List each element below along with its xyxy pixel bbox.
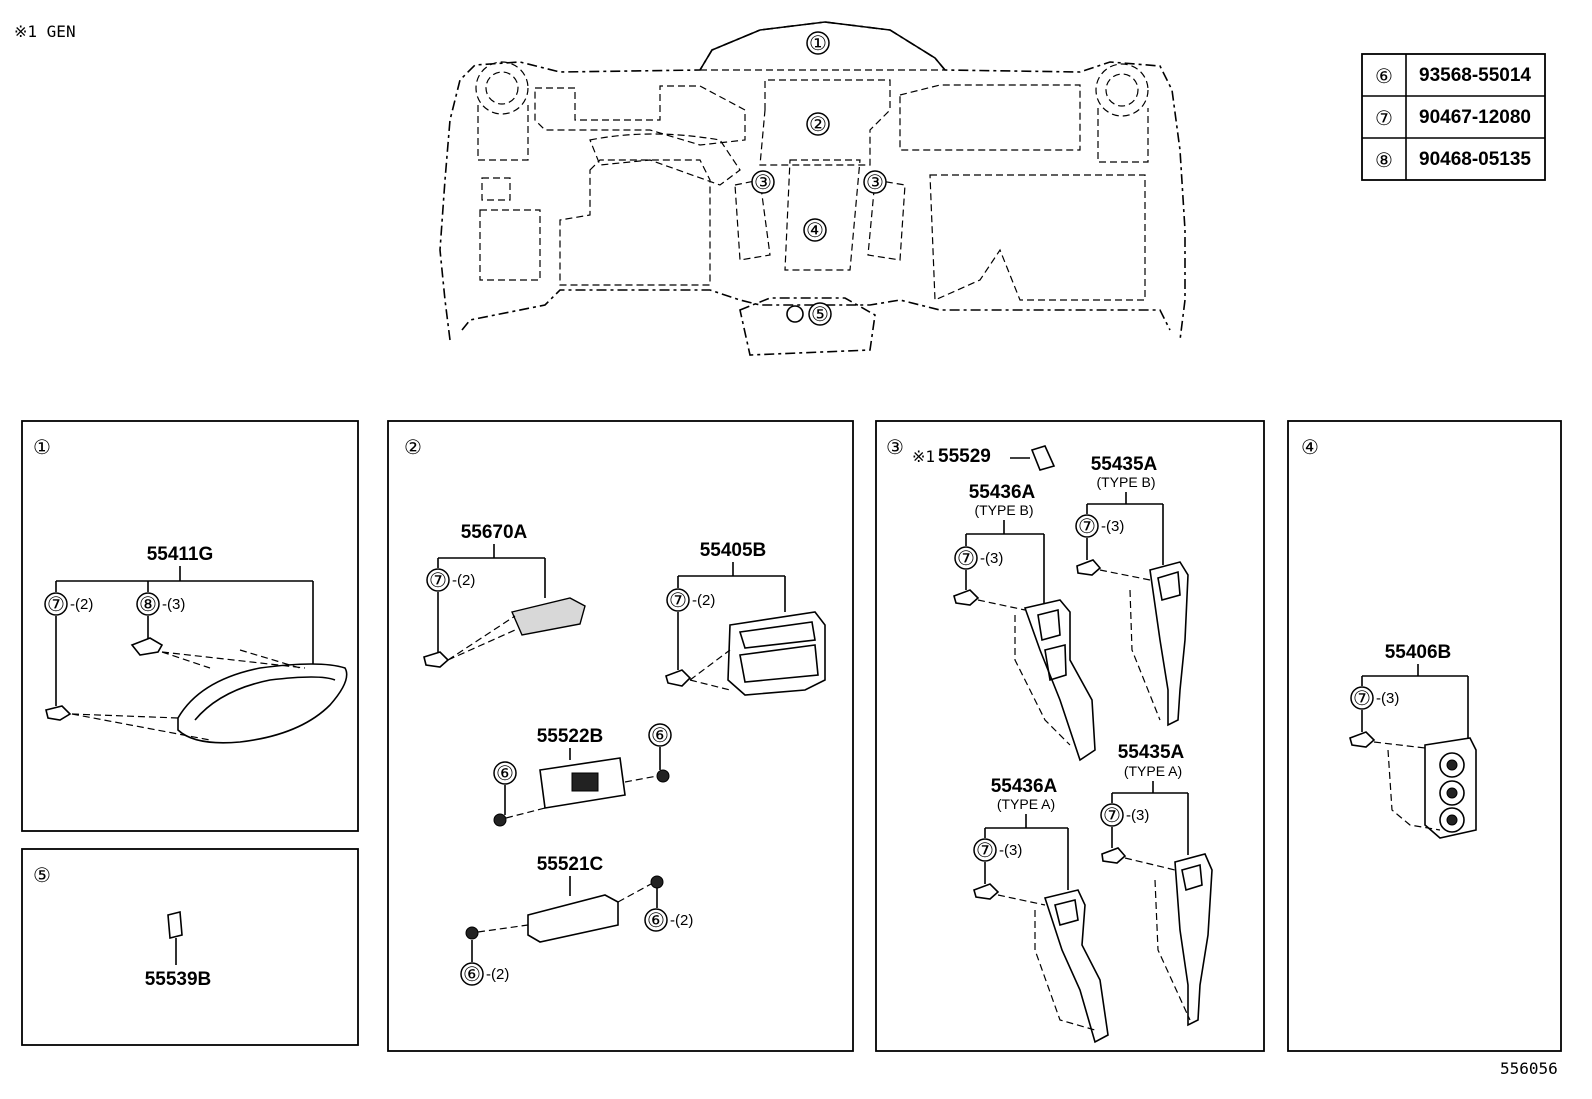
svg-text:⑦: ⑦ bbox=[1103, 805, 1121, 827]
clip-8 bbox=[130, 637, 164, 656]
gen-note: ※1 GEN bbox=[14, 22, 76, 41]
svg-text:-(2): -(2) bbox=[486, 966, 509, 983]
trim-55436A-b bbox=[1023, 599, 1096, 762]
table-ref-8: ⑧ bbox=[1375, 150, 1393, 172]
trim-55436A-a bbox=[1043, 889, 1109, 1044]
instrument-panel-overview: ① ② ③ ③ ④ ⑤ bbox=[439, 21, 1186, 356]
svg-text:⑦: ⑦ bbox=[1353, 688, 1371, 710]
part-55521C: 55521C bbox=[537, 854, 604, 875]
svg-text:-(2): -(2) bbox=[670, 912, 693, 929]
svg-text:⑦: ⑦ bbox=[976, 840, 994, 862]
svg-text:⑥: ⑥ bbox=[496, 763, 514, 785]
svg-text:(TYPE B): (TYPE B) bbox=[974, 502, 1033, 518]
fastener-table: ⑥ 93568-55014 ⑦ 90467-12080 ⑧ 90468-0513… bbox=[1361, 53, 1546, 181]
table-ref-6: ⑥ bbox=[1375, 66, 1393, 88]
part-55522B: 55522B bbox=[537, 726, 604, 747]
callout-2: ② bbox=[809, 114, 827, 136]
part-55435A-b: 55435A bbox=[1091, 454, 1158, 475]
svg-text:-(3): -(3) bbox=[999, 842, 1022, 859]
svg-text:(TYPE A): (TYPE A) bbox=[997, 796, 1055, 812]
figure-id: 556056 bbox=[1500, 1059, 1558, 1078]
callout-5: ⑤ bbox=[811, 304, 829, 326]
panel-1: ① 55411G ⑦ -(2) ⑧ -(3) bbox=[21, 420, 359, 832]
table-part-6: 93568-55014 bbox=[1419, 65, 1531, 86]
part-55405B: 55405B bbox=[700, 540, 767, 561]
svg-text:(TYPE A): (TYPE A) bbox=[1124, 763, 1182, 779]
panel-4: ④ 55406B ⑦ -(3) bbox=[1287, 420, 1562, 1052]
bezel-55405B bbox=[727, 611, 826, 696]
svg-text:-(3): -(3) bbox=[162, 596, 185, 613]
callout-3-left: ③ bbox=[754, 172, 772, 194]
svg-text:-(3): -(3) bbox=[1126, 807, 1149, 824]
svg-text:-(3): -(3) bbox=[1101, 518, 1124, 535]
svg-text:⑥: ⑥ bbox=[651, 725, 669, 747]
part-55670A: 55670A bbox=[461, 522, 528, 543]
part-55539B-shape bbox=[167, 910, 183, 940]
svg-text:⑦: ⑦ bbox=[47, 594, 65, 616]
svg-text:⑥: ⑥ bbox=[647, 910, 665, 932]
table-part-8: 90468-05135 bbox=[1419, 149, 1531, 170]
svg-text:-(2): -(2) bbox=[692, 592, 715, 609]
cover-55529-shape bbox=[1030, 445, 1056, 471]
part-55406B: 55406B bbox=[1385, 642, 1452, 663]
meter-hood-part bbox=[177, 663, 348, 744]
svg-text:-(2): -(2) bbox=[452, 572, 475, 589]
callout-3-right: ③ bbox=[866, 172, 884, 194]
vent-55670A bbox=[511, 597, 586, 636]
trim-55435A-b bbox=[1149, 561, 1189, 727]
panel-5: ⑤ 55539B bbox=[21, 848, 359, 1046]
panel-3-label: ③ bbox=[886, 437, 904, 459]
panel-4-label: ④ bbox=[1301, 437, 1319, 459]
part-55539B: 55539B bbox=[145, 969, 212, 990]
svg-text:(TYPE B): (TYPE B) bbox=[1096, 474, 1155, 490]
part-55411G: 55411G bbox=[147, 544, 214, 565]
svg-text:⑧: ⑧ bbox=[139, 594, 157, 616]
panel-1-label: ① bbox=[33, 437, 51, 459]
table-ref-7: ⑦ bbox=[1375, 108, 1393, 130]
panel-5-label: ⑤ bbox=[33, 865, 51, 887]
cover-prefix: ※1 bbox=[912, 447, 935, 466]
part-55436A-b: 55436A bbox=[969, 482, 1036, 503]
switch-55521C bbox=[527, 894, 619, 943]
part-55435A-a: 55435A bbox=[1118, 742, 1185, 763]
svg-text:⑦: ⑦ bbox=[669, 590, 687, 612]
svg-text:⑦: ⑦ bbox=[957, 548, 975, 570]
svg-text:⑥: ⑥ bbox=[463, 964, 481, 986]
table-part-7: 90467-12080 bbox=[1419, 107, 1531, 128]
svg-text:⑦: ⑦ bbox=[429, 570, 447, 592]
trim-55435A-a bbox=[1174, 853, 1213, 1027]
callout-1: ① bbox=[809, 33, 827, 55]
svg-text:-(3): -(3) bbox=[1376, 690, 1399, 707]
svg-text:-(3): -(3) bbox=[980, 550, 1003, 567]
panel-3: ③ ※1 55529 55436A (TYPE B) ⑦ -(3) 55435A… bbox=[875, 420, 1265, 1052]
panel-2-label: ② bbox=[404, 437, 422, 459]
part-55529: 55529 bbox=[938, 446, 991, 467]
part-55436A-a: 55436A bbox=[991, 776, 1058, 797]
clip-7 bbox=[45, 705, 72, 721]
panel-2: ② 55670A ⑦ -(2) 55405B ⑦ -(2) 55522B ⑥ ⑥ bbox=[387, 420, 854, 1052]
svg-text:-(2): -(2) bbox=[70, 596, 93, 613]
svg-text:⑦: ⑦ bbox=[1078, 516, 1096, 538]
callout-4: ④ bbox=[806, 220, 824, 242]
